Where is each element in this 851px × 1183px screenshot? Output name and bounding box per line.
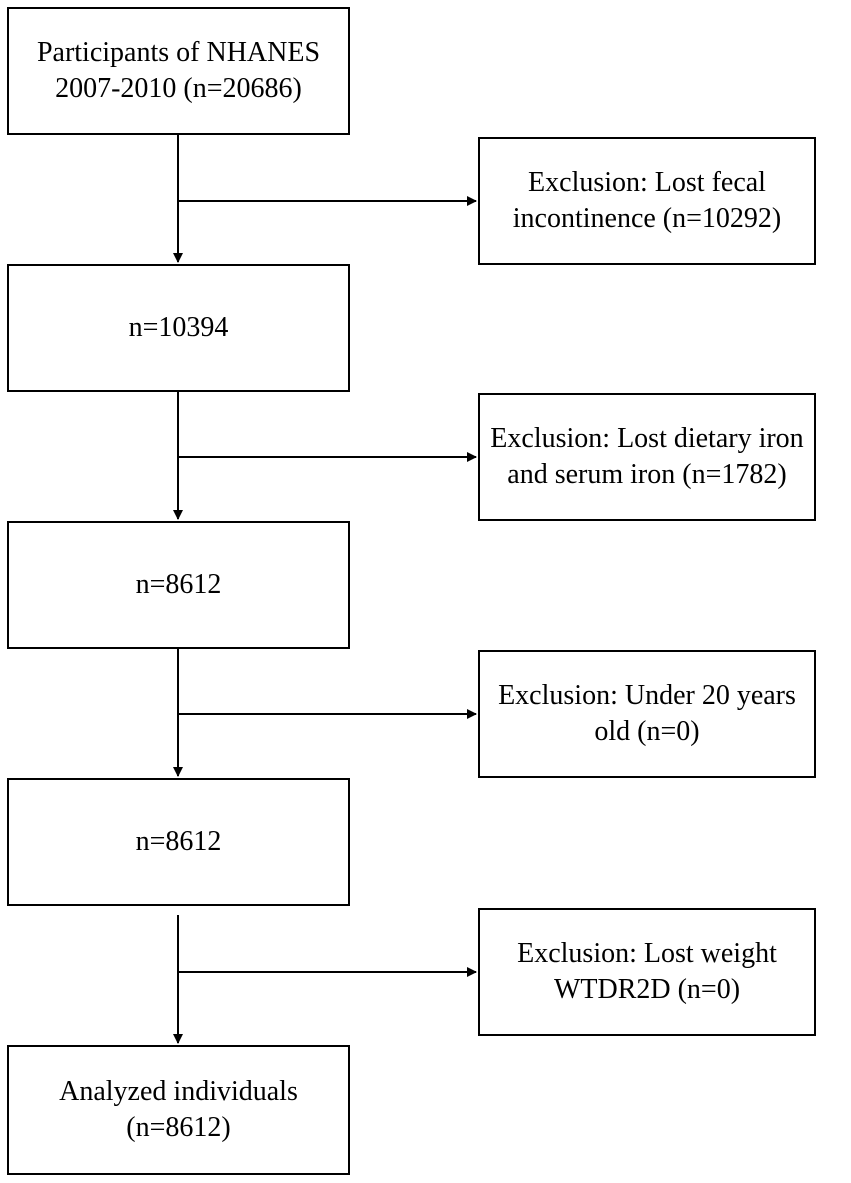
exclusion-box-fecal-incontinence: Exclusion: Lost fecal incontinence (n=10… xyxy=(478,137,816,265)
exclusion-text-line: incontinence (n=10292) xyxy=(512,203,782,234)
exclusion-text-line: Exclusion: Lost dietary iron xyxy=(490,423,804,454)
exclusion-text-line: Exclusion: Lost weight xyxy=(517,938,777,969)
step-box-after-exclusion-3: n=8612 xyxy=(7,778,350,906)
step-text-line: 2007-2010 (n=20686) xyxy=(55,73,302,104)
exclusion-text-line: and serum iron (n=1782) xyxy=(507,459,787,490)
exclusion-box-weight: Exclusion: Lost weight WTDR2D (n=0) xyxy=(478,908,816,1036)
step-box-participants: Participants of NHANES 2007-2010 (n=2068… xyxy=(7,7,350,135)
step-box-analyzed: Analyzed individuals (n=8612) xyxy=(7,1045,350,1175)
step-text-line: (n=8612) xyxy=(126,1112,231,1143)
exclusion-text-line: Exclusion: Lost fecal xyxy=(528,167,766,198)
step-box-after-exclusion-2: n=8612 xyxy=(7,521,350,649)
exclusion-box-iron: Exclusion: Lost dietary iron and serum i… xyxy=(478,393,816,521)
exclusion-text-line: old (n=0) xyxy=(594,716,700,747)
step-text-line: Analyzed individuals xyxy=(59,1076,298,1107)
step-text-line: Participants of NHANES xyxy=(36,37,321,68)
exclusion-box-age: Exclusion: Under 20 years old (n=0) xyxy=(478,650,816,778)
step-text-line: n=8612 xyxy=(135,569,222,600)
step-box-after-exclusion-1: n=10394 xyxy=(7,264,350,392)
step-text-line: n=8612 xyxy=(135,826,222,857)
exclusion-text-line: Exclusion: Under 20 years xyxy=(498,680,796,711)
exclusion-text-line: WTDR2D (n=0) xyxy=(553,974,741,1005)
step-text-line: n=10394 xyxy=(128,312,229,343)
